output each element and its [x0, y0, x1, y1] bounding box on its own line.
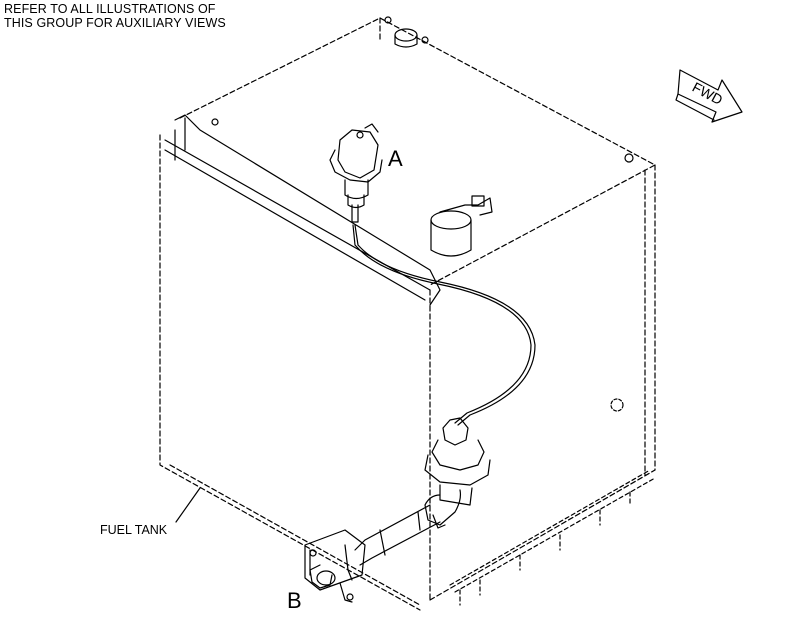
fwd-arrow-icon: [675, 69, 743, 123]
fill-cap: [384, 16, 429, 48]
fuel-tank-leader: [175, 487, 201, 523]
component-b: [304, 529, 366, 603]
reference-note-line-2: THIS GROUP FOR AUXILIARY VIEWS: [4, 16, 226, 30]
fuel-level-sender: [430, 195, 493, 257]
tank-bottom-flange: [449, 469, 656, 606]
reference-note: REFER TO ALL ILLUSTRATIONS OF THIS GROUP…: [4, 2, 226, 30]
reference-note-line-1: REFER TO ALL ILLUSTRATIONS OF: [4, 2, 216, 16]
top-boss-left: [211, 118, 219, 126]
tank-front-rail: [164, 114, 441, 306]
top-boss-right: [624, 153, 634, 163]
callout-a: A: [388, 146, 403, 171]
component-a: [329, 123, 383, 223]
drain-pipe: [354, 489, 462, 566]
lower-sensor: [424, 417, 491, 506]
tank-hidden-edges: [159, 134, 656, 611]
side-fitting: [610, 398, 624, 412]
tank-top-face: [179, 17, 656, 286]
fuel-tank-label: FUEL TANK: [100, 523, 168, 537]
callout-b: B: [287, 588, 302, 613]
sensor-cable: [352, 224, 536, 426]
